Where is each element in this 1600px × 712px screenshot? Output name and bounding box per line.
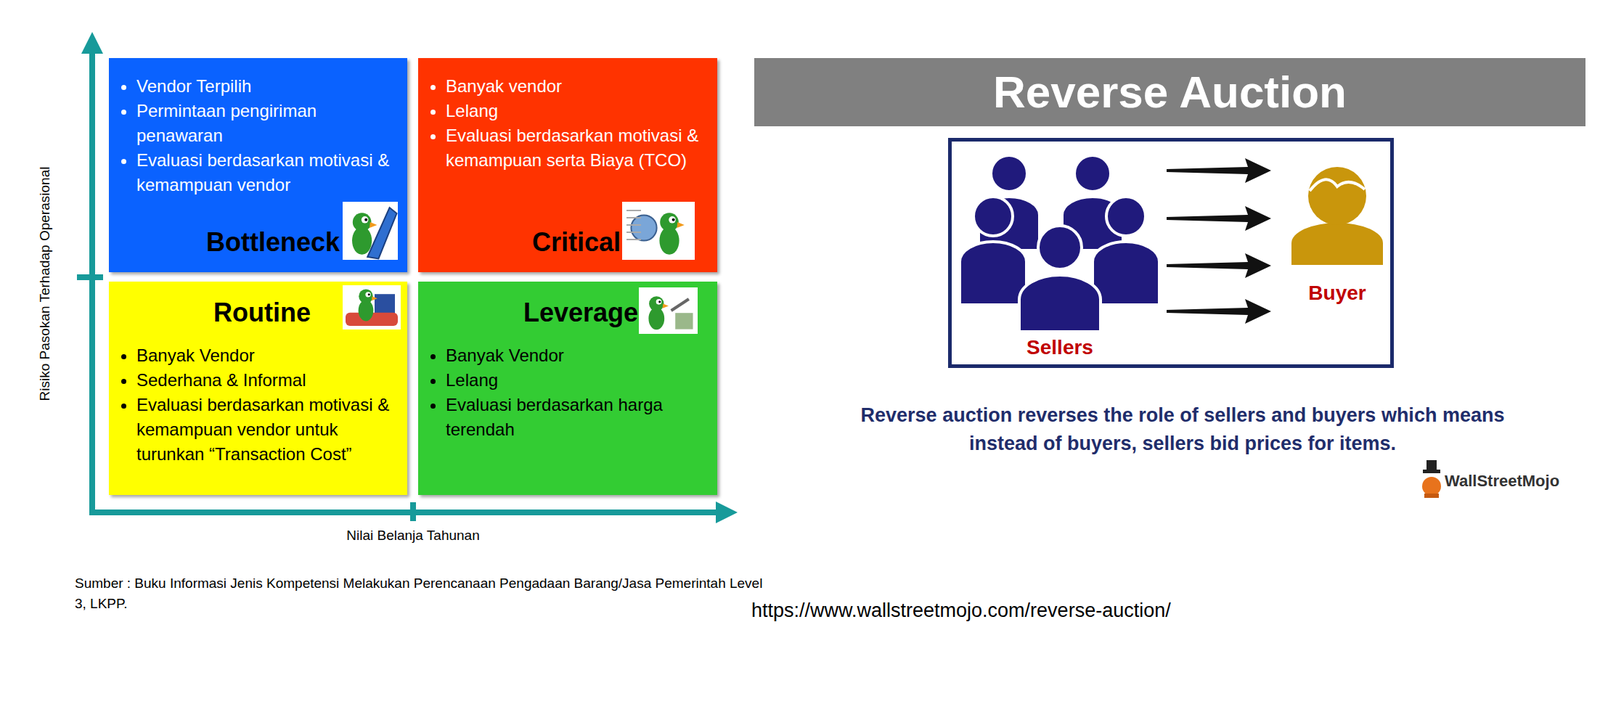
bird-eye: [365, 291, 371, 297]
url-note: https://www.wallstreetmojo.com/reverse-a…: [751, 599, 1171, 623]
y-axis-arrowhead: [81, 31, 104, 54]
icon-background: [638, 287, 698, 334]
pen-object: [367, 207, 397, 259]
logo-tie: [1424, 493, 1439, 499]
buyer-hair: [1309, 179, 1365, 191]
x-axis: [89, 501, 738, 524]
paper-line: [626, 224, 642, 226]
logo-icon: [1422, 460, 1442, 499]
bullet-item: Evaluasi berdasarkan motivasi & kemampua…: [445, 123, 705, 173]
bullet-item: Banyak vendor: [445, 74, 705, 99]
axis-label: Nilai Belanja Tahunan: [346, 527, 480, 544]
bullet-item: Evaluasi berdasarkan motivasi & kemampua…: [136, 392, 395, 467]
paper-line: [626, 217, 642, 219]
bird-beak: [369, 222, 377, 228]
paper-line: [626, 238, 642, 241]
bird-eye: [361, 216, 369, 224]
bullet-list: Banyak vendorLelangEvaluasi berdasarkan …: [418, 74, 718, 173]
bird-pupil: [672, 218, 676, 222]
bullet-list: Banyak VendorLelangEvaluasi berdasarkan …: [418, 343, 718, 443]
gavel-object: [671, 299, 689, 311]
bird-head: [352, 212, 372, 232]
quadrant-icon: [342, 285, 401, 330]
icon-background: [342, 285, 401, 330]
quadrant-heading: Bottleneck: [206, 227, 340, 258]
buyer-head: [1308, 166, 1367, 226]
icon-background: [342, 201, 398, 260]
logo-hat-top: [1426, 460, 1437, 471]
bullet-item: Banyak Vendor: [445, 343, 705, 369]
person-body: [959, 241, 1027, 305]
x-axis-line: [89, 509, 719, 516]
y-axis-tick: [76, 274, 104, 281]
logo-body: [1422, 476, 1442, 496]
person-body: [1092, 241, 1160, 305]
y-axis: [76, 31, 104, 513]
quadrant-heading: Critical: [532, 227, 621, 258]
person-body: [1019, 275, 1101, 332]
bird-beak: [676, 222, 684, 228]
bird-pupil: [364, 218, 368, 222]
axis-label: Risiko Pasokan Terhadap Operasional: [37, 166, 53, 402]
logo-text: WallStreetMojo: [1444, 471, 1560, 491]
person-head: [1074, 155, 1111, 192]
bullet-list: Vendor TerpilihPermintaan pengiriman pen…: [108, 74, 408, 198]
bird-beak: [371, 296, 378, 301]
bird-head: [649, 296, 664, 311]
bullet-item: Banyak Vendor: [136, 343, 395, 369]
illustration-box: Sellers Buyer: [948, 137, 1394, 369]
bullet-item: Lelang: [445, 368, 705, 393]
x-axis-arrowhead: [715, 501, 738, 524]
quadrant-icon: [638, 287, 698, 334]
bird-pupil: [658, 300, 661, 303]
arrow-shape: [1166, 253, 1272, 279]
source-note: Sumber : Buku Informasi Jenis Kompetensi…: [74, 573, 765, 615]
quadrant-box: Bottleneck Vendor TerpilihPermintaan peng…: [108, 58, 408, 273]
paper-line: [626, 231, 642, 234]
bullet-item: Evaluasi berdasarkan motivasi & kemampua…: [136, 148, 395, 198]
buyer-body: [1291, 222, 1383, 265]
globe-object: [630, 214, 657, 241]
x-axis-tick: [410, 502, 416, 522]
bullet-list: Banyak VendorSederhana & InformalEvaluas…: [108, 343, 408, 467]
quadrant-icon: [622, 201, 695, 260]
bird-head: [358, 288, 374, 304]
quadrant-icon: [342, 201, 398, 260]
icon-background: [622, 201, 695, 260]
auction-illustration: [951, 141, 1391, 365]
bullet-item: Vendor Terpilih: [136, 74, 395, 99]
bird-beak: [662, 303, 669, 308]
bird-head: [659, 212, 679, 232]
bullet-item: Lelang: [445, 98, 705, 124]
buyer-label: Buyer: [1308, 281, 1366, 305]
title-banner: Reverse Auction: [754, 58, 1586, 127]
bullet-item: Sederhana & Informal: [136, 368, 395, 393]
quadrant-box: Critical Banyak vendorLelangEvaluasi berd…: [418, 58, 718, 273]
quadrant-heading: Leverage: [523, 297, 639, 329]
arrow-shape: [1166, 299, 1272, 324]
bullet-item: Evaluasi berdasarkan harga terendah: [445, 392, 705, 443]
person-head: [973, 196, 1013, 236]
person-head: [990, 155, 1028, 192]
book-object: [374, 294, 395, 314]
quadrant-box: RoutineBanyak VendorSederhana & Informal…: [108, 281, 408, 496]
paper-line: [626, 209, 642, 212]
arrow-shape: [1166, 206, 1272, 231]
bird-pupil: [368, 293, 371, 296]
seller-label: Sellers: [1026, 336, 1094, 360]
quadrant-heading: Routine: [213, 297, 311, 329]
person-head: [1038, 225, 1082, 270]
bird-eye: [668, 216, 676, 224]
caption-text: Reverse auction reverses the role of sel…: [848, 401, 1517, 459]
bullet-item: Permintaan pengiriman penawaran: [136, 98, 395, 149]
y-axis-line: [89, 50, 96, 513]
person-head: [1106, 196, 1146, 236]
bird-eye: [656, 299, 663, 305]
quadrant-box: LeverageBanyak VendorLelangEvaluasi berd…: [418, 281, 718, 496]
money-object: [675, 312, 693, 329]
arrow-shape: [1166, 158, 1272, 183]
